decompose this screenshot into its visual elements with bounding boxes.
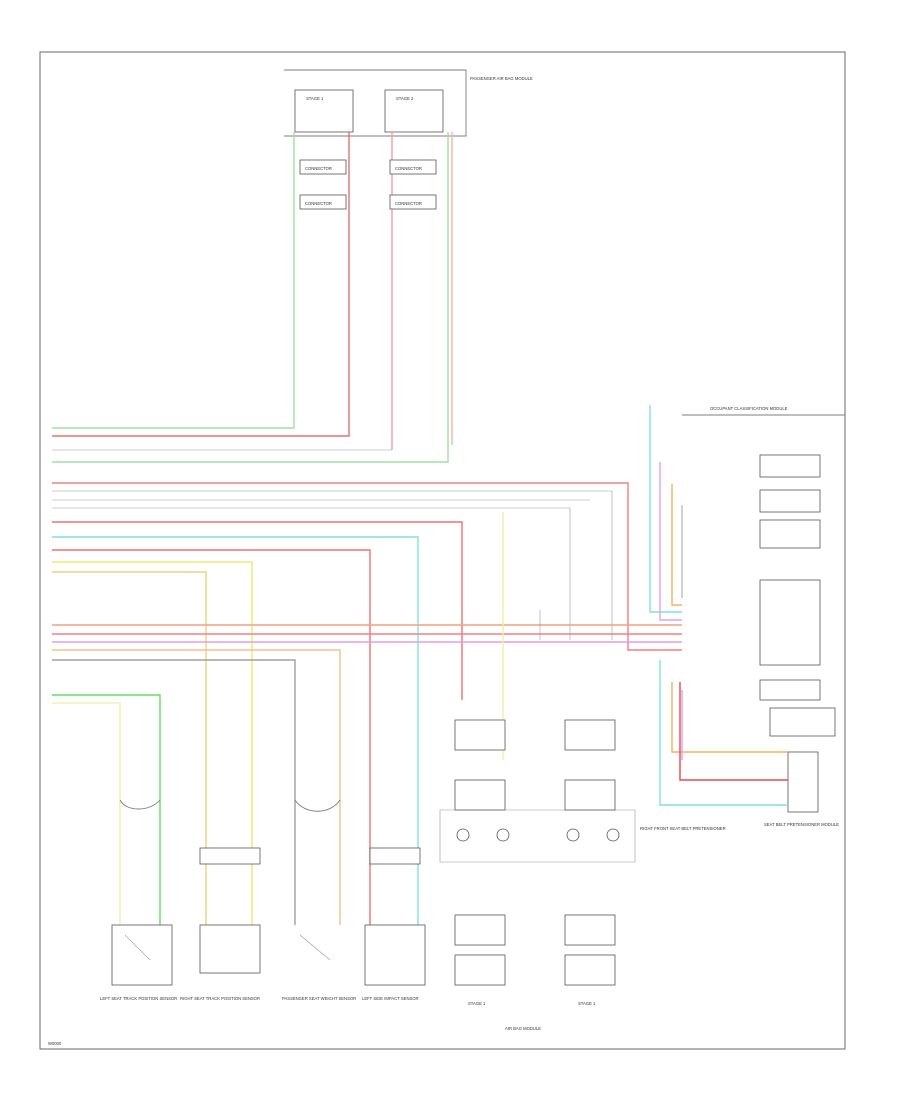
stage1-right-label: STAGE 1 (578, 1001, 596, 1006)
passenger-seat-weight-label: PASSENGER SEAT WEIGHT SENSOR (282, 996, 356, 1001)
svg-text:STAGE 2: STAGE 2 (396, 96, 414, 101)
svg-text:CONNECTOR: CONNECTOR (305, 166, 332, 171)
svg-text:CONNECTOR: CONNECTOR (305, 201, 332, 206)
svg-text:CONNECTOR: CONNECTOR (395, 166, 422, 171)
seat-belt-pretensioner-label: SEAT BELT PRETENSIONER MODULE (764, 822, 839, 827)
svg-text:STAGE 1: STAGE 1 (306, 96, 324, 101)
airbag-module-label: AIR BAG MODULE (505, 1026, 541, 1031)
bottom-sensors: LEFT SEAT TRACK POSITION SENSOR RIGHT SE… (100, 799, 426, 1001)
top-connectors: CONNECTOR CONNECTOR CONNECTOR CONNECTOR (299, 159, 437, 210)
passenger-airbag-module-label: PASSENGER AIR BAG MODULE (470, 76, 533, 81)
right-module: OCCUPANT CLASSIFICATION MODULE SEAT BELT… (649, 405, 845, 827)
airbag-module-stacks: STAGE 1 STAGE 1 AIR BAG MODULE RIGHT FRO… (439, 512, 726, 1031)
stage1-left-label: STAGE 1 (468, 1001, 486, 1006)
right-seat-track-label: RIGHT SEAT TRACK POSITION SENSOR (180, 996, 260, 1001)
left-seat-track-label: LEFT SEAT TRACK POSITION SENSOR (100, 996, 177, 1001)
passenger-airbag-module: PASSENGER AIR BAG MODULE STAGE 1 STAGE 2 (284, 69, 533, 137)
occupant-classification-label: OCCUPANT CLASSIFICATION MODULE (710, 406, 788, 411)
diagram-frame (39, 51, 846, 1050)
left-side-impact-label: LEFT SIDE IMPACT SENSOR (362, 996, 419, 1001)
footer-code: W0000 (48, 1041, 62, 1046)
svg-text:CONNECTOR: CONNECTOR (395, 201, 422, 206)
right-pretensioner-label: RIGHT FRONT SEAT BELT PRETENSIONER (640, 826, 726, 831)
